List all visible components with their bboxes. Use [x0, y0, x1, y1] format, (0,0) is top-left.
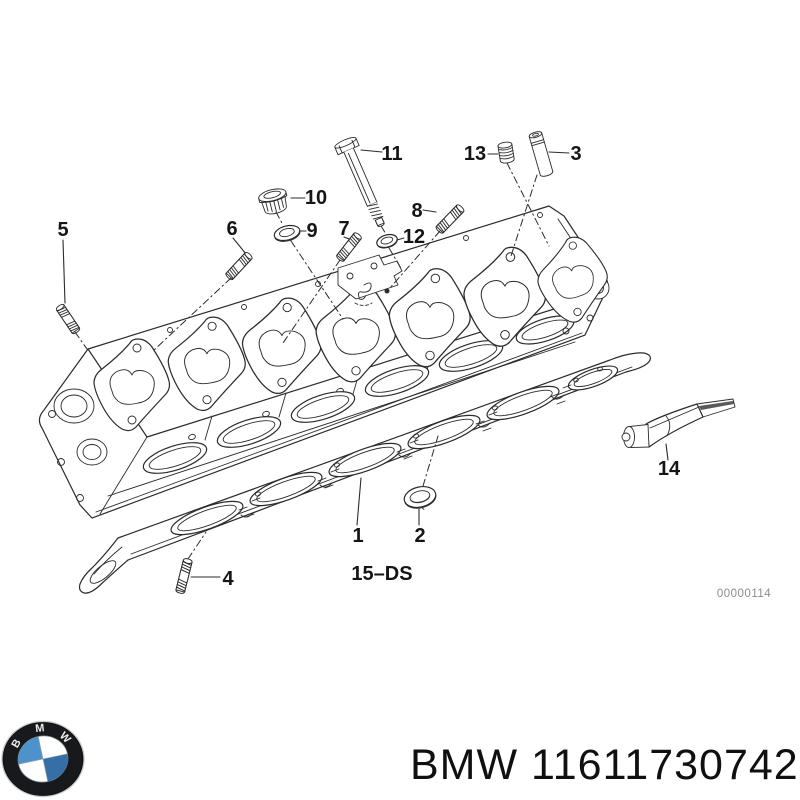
part-label-7: 7 — [338, 218, 349, 240]
part-label-9: 9 — [306, 220, 317, 242]
stud-6 — [224, 250, 254, 282]
stud-8 — [434, 203, 466, 235]
logo-quarters — [17, 735, 69, 783]
plug-10 — [258, 188, 288, 215]
part-label-6: 6 — [226, 218, 237, 240]
part-label-3: 3 — [570, 143, 581, 165]
stud-5 — [54, 302, 82, 336]
part-label-12: 12 — [403, 226, 425, 248]
valve-guide-3 — [528, 131, 554, 177]
part-number: BMW 11611730742 — [410, 741, 799, 789]
head-gasket — [78, 352, 651, 594]
part-label-8: 8 — [411, 200, 422, 222]
part-label-13: 13 — [464, 143, 486, 165]
part-label-15: 15–DS — [351, 563, 412, 585]
leader-lines — [62, 149, 669, 578]
washer-12 — [376, 233, 398, 249]
part-label-10: 10 — [305, 187, 327, 209]
center-pad — [337, 254, 403, 306]
part-label-14: 14 — [658, 458, 681, 480]
logo-letter-m: M — [35, 722, 45, 735]
washer-9 — [273, 224, 301, 242]
threaded-plug-13 — [497, 141, 515, 164]
bolt-11 — [334, 136, 385, 227]
sealant-tube-14 — [621, 398, 736, 448]
stud-4 — [174, 557, 194, 595]
part-label-2: 2 — [414, 525, 425, 547]
part-label-11: 11 — [381, 143, 402, 165]
part-label-1: 1 — [352, 525, 363, 547]
small-parts — [54, 131, 736, 595]
watermark: 00000114 — [717, 588, 771, 600]
cylinder-head — [38, 205, 614, 519]
bmw-logo: B M W — [1, 720, 85, 798]
part-label-5: 5 — [57, 219, 68, 241]
seal-ring-2 — [403, 486, 437, 510]
part-label-4: 4 — [222, 568, 234, 590]
